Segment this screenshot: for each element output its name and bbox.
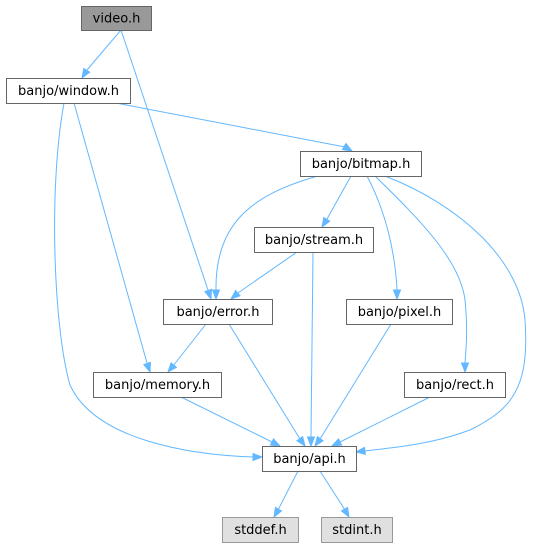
node-pixel[interactable]: banjo/pixel.h bbox=[346, 299, 453, 325]
node-box bbox=[300, 151, 422, 177]
edge-line bbox=[54, 102, 255, 458]
node-box bbox=[254, 227, 374, 253]
edge-line bbox=[363, 175, 527, 452]
node-stdint: stdint.h bbox=[321, 517, 393, 543]
node-label: banjo/error.h bbox=[176, 305, 259, 320]
arrowhead-icon bbox=[81, 67, 91, 80]
edge-window-to-api bbox=[54, 102, 264, 462]
arrowhead-icon bbox=[167, 361, 178, 374]
arrowhead-icon bbox=[203, 288, 213, 301]
node-label: banjo/rect.h bbox=[416, 378, 494, 393]
node-label: banjo/api.h bbox=[273, 452, 346, 467]
edge-bitmap-to-error bbox=[211, 175, 319, 301]
edge-line bbox=[310, 251, 314, 438]
arrowhead-icon bbox=[314, 435, 324, 448]
edge-line bbox=[319, 470, 346, 511]
node-label: banjo/pixel.h bbox=[358, 305, 442, 320]
edge-stream-to-error bbox=[229, 251, 298, 300]
node-box bbox=[404, 372, 506, 398]
edge-api-to-stddef bbox=[273, 470, 299, 519]
edge-line bbox=[374, 175, 468, 364]
node-api[interactable]: banjo/api.h bbox=[262, 446, 357, 472]
node-label: video.h bbox=[93, 12, 141, 27]
node-box bbox=[346, 299, 453, 325]
node-error[interactable]: banjo/error.h bbox=[163, 299, 273, 325]
node-stddef: stddef.h bbox=[222, 517, 299, 543]
node-box bbox=[93, 372, 222, 398]
edge-line bbox=[277, 470, 299, 511]
node-bitmap[interactable]: banjo/bitmap.h bbox=[300, 151, 422, 177]
edge-line bbox=[326, 175, 352, 220]
edge-line bbox=[115, 102, 346, 148]
edge-window-to-bitmap bbox=[115, 102, 354, 152]
node-box bbox=[6, 78, 131, 104]
node-box bbox=[222, 517, 299, 543]
arrowhead-icon bbox=[269, 437, 282, 447]
node-label: banjo/memory.h bbox=[105, 378, 210, 393]
edge-api-to-stdint bbox=[319, 470, 350, 519]
edge-line bbox=[73, 102, 148, 364]
edge-line bbox=[228, 323, 301, 440]
edge-line bbox=[366, 175, 398, 291]
edge-line bbox=[237, 251, 298, 294]
edge-rect-to-api bbox=[330, 396, 431, 447]
edge-line bbox=[172, 323, 207, 367]
arrowhead-icon bbox=[296, 435, 306, 448]
arrowhead-icon bbox=[460, 362, 470, 374]
node-label: stdint.h bbox=[332, 523, 381, 538]
arrowhead-icon bbox=[229, 289, 241, 300]
node-label: banjo/window.h bbox=[18, 84, 119, 99]
edge-window-to-memory bbox=[73, 102, 152, 374]
arrowhead-icon bbox=[273, 506, 283, 519]
edge-video-to-error bbox=[120, 29, 213, 301]
edge-bitmap-to-api bbox=[354, 175, 527, 456]
edge-error-to-memory bbox=[167, 323, 207, 374]
arrowhead-icon bbox=[211, 289, 221, 301]
arrowhead-icon bbox=[306, 436, 316, 448]
node-layer: video.h banjo/window.h banjo/bitmap.h banjo… bbox=[6, 6, 506, 543]
node-window[interactable]: banjo/window.h bbox=[6, 78, 131, 104]
edge-video-to-window bbox=[81, 29, 122, 80]
arrowhead-icon bbox=[354, 446, 366, 456]
arrowhead-icon bbox=[341, 142, 354, 152]
edge-line bbox=[339, 396, 431, 443]
edge-stream-to-api bbox=[306, 251, 316, 448]
node-box bbox=[321, 517, 393, 543]
node-box bbox=[81, 6, 152, 31]
arrowhead-icon bbox=[340, 506, 350, 519]
edge-line bbox=[120, 29, 209, 291]
edge-pixel-to-api bbox=[314, 323, 392, 448]
arrowhead-icon bbox=[321, 216, 331, 229]
node-box bbox=[262, 446, 357, 472]
node-stream[interactable]: banjo/stream.h bbox=[254, 227, 374, 253]
edge-line bbox=[86, 29, 122, 71]
node-video: video.h bbox=[81, 6, 152, 31]
node-box bbox=[163, 299, 273, 325]
arrowhead-icon bbox=[252, 452, 264, 462]
edge-line bbox=[180, 396, 273, 443]
edge-memory-to-api bbox=[180, 396, 282, 447]
node-label: stddef.h bbox=[234, 523, 286, 538]
edge-bitmap-to-pixel bbox=[366, 175, 402, 301]
node-label: banjo/bitmap.h bbox=[312, 157, 411, 172]
edge-line bbox=[215, 175, 319, 291]
node-memory[interactable]: banjo/memory.h bbox=[93, 372, 222, 398]
arrowhead-icon bbox=[392, 289, 402, 301]
arrowhead-icon bbox=[142, 361, 152, 374]
edge-bitmap-to-rect bbox=[374, 175, 470, 374]
edge-layer bbox=[54, 29, 527, 519]
edge-line bbox=[319, 323, 392, 440]
edge-error-to-api bbox=[228, 323, 306, 448]
edge-bitmap-to-stream bbox=[321, 175, 352, 229]
node-rect[interactable]: banjo/rect.h bbox=[404, 372, 506, 398]
node-label: banjo/stream.h bbox=[265, 233, 363, 248]
arrowhead-icon bbox=[330, 437, 343, 447]
